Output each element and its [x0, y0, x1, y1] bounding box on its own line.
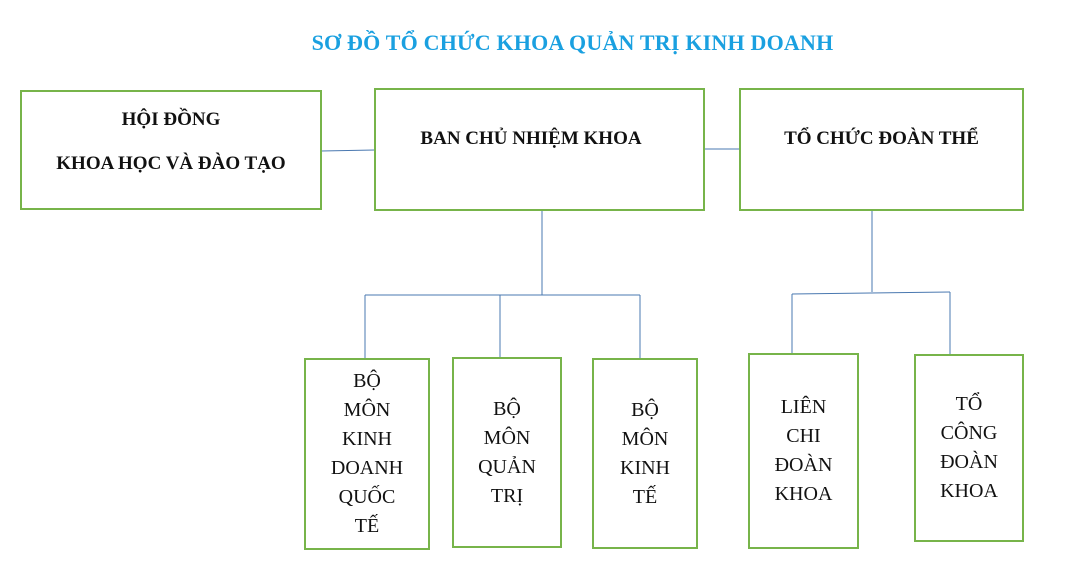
dept-international-line: KINH: [342, 428, 392, 450]
dept-management-box: BỘ MÔN QUẢN TRỊ: [452, 357, 562, 548]
connector-council-board: [320, 149, 376, 152]
dept-economics-box: BỘ MÔN KINH TẾ: [592, 358, 698, 549]
dept-international-line: MÔN: [343, 399, 391, 421]
dept-economics-line: KINH: [620, 456, 670, 479]
dept-economics-line: MÔN: [621, 427, 669, 450]
trade-union-line: ĐOÀN: [940, 451, 998, 473]
council-label-line2: KHOA HỌC VÀ ĐÀO TẠO: [56, 153, 286, 174]
dept-management-line: MÔN: [483, 426, 531, 449]
unions-box: TỔ CHỨC ĐOÀN THỂ: [739, 88, 1024, 211]
dept-international-line: BỘ: [353, 370, 381, 392]
youth-union-line: CHI: [786, 425, 821, 447]
youth-union-line: KHOA: [774, 483, 833, 505]
dept-management-line: QUẢN: [478, 455, 536, 478]
youth-union-line: ĐOÀN: [774, 454, 833, 476]
trade-union-line: TỔ: [955, 393, 983, 415]
board-box: BAN CHỦ NHIỆM KHOA: [374, 88, 705, 211]
dept-international-line: DOANH: [330, 457, 404, 479]
dept-management-line: BỘ: [493, 397, 521, 420]
diagram-title: SƠ ĐỒ TỔ CHỨC KHOA QUẢN TRỊ KINH DOANH: [311, 30, 834, 55]
dept-economics-line: TẾ: [632, 485, 658, 508]
dept-international-box: BỘ MÔN KINH DOANH QUỐC TẾ: [304, 358, 430, 550]
council-box: HỘI ĐỒNG KHOA HỌC VÀ ĐÀO TẠO: [20, 90, 322, 210]
council-label-line1: HỘI ĐỒNG: [121, 109, 221, 130]
dept-international-line: QUỐC: [338, 486, 396, 508]
trade-union-line: KHOA: [940, 480, 998, 502]
youth-union-box: LIÊN CHI ĐOÀN KHOA: [748, 353, 859, 549]
board-label: BAN CHỦ NHIỆM KHOA: [420, 128, 642, 149]
dept-management-line: TRỊ: [490, 484, 524, 507]
dept-economics-line: BỘ: [631, 398, 659, 421]
youth-union-line: LIÊN: [780, 396, 827, 418]
trade-union-line: CÔNG: [940, 422, 998, 444]
unions-label: TỔ CHỨC ĐOÀN THỂ: [784, 128, 979, 149]
connector-unions-branch: [791, 291, 951, 295]
trade-union-box: TỔ CÔNG ĐOÀN KHOA: [914, 354, 1024, 542]
dept-international-line: TẾ: [354, 515, 380, 537]
